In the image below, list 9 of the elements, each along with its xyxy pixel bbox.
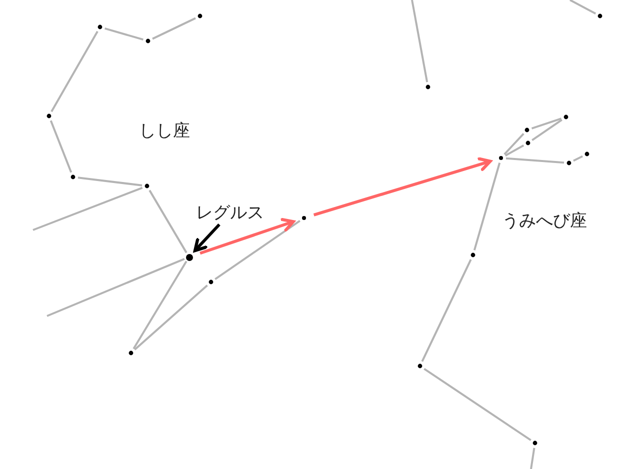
- arrow: [313, 157, 492, 216]
- star-dot: [498, 156, 504, 160]
- arrow: [200, 218, 295, 255]
- arrow: [193, 223, 220, 252]
- constellation-label: うみへび座: [502, 211, 587, 231]
- star-label: レグルス: [196, 203, 264, 223]
- star-dot: [302, 216, 306, 220]
- constellation-label: しし座: [139, 121, 190, 141]
- star-dot: [186, 254, 192, 260]
